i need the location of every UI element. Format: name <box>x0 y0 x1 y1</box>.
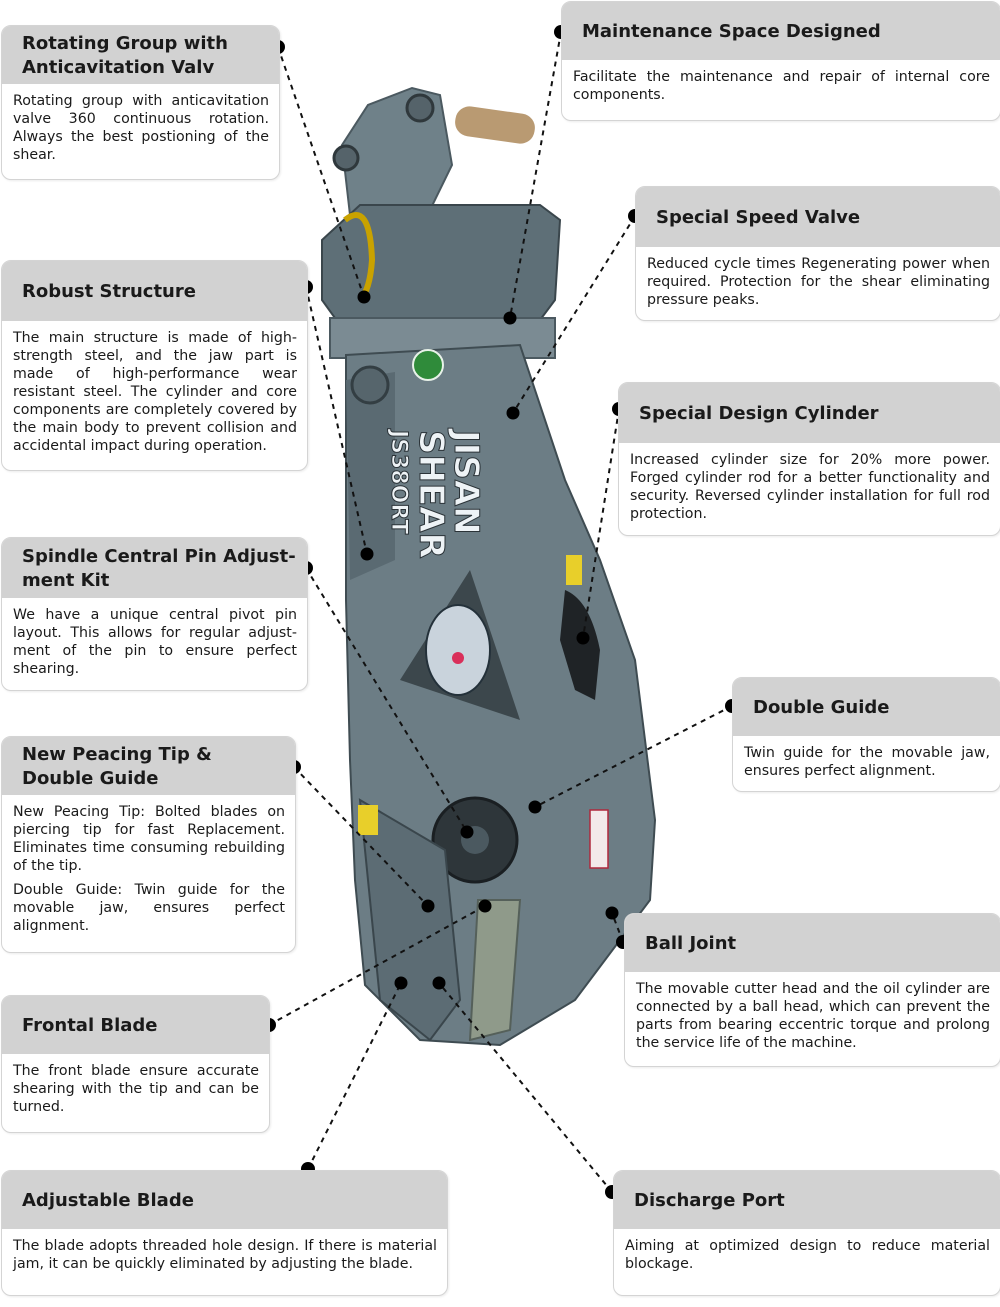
side-plate-bolt <box>350 365 390 405</box>
callout-text: The blade adopts threaded hole design. I… <box>13 1238 437 1272</box>
callout-text: Reduced cycle times Regenerating power w… <box>647 256 990 308</box>
callout-maintenance-space: Maintenance Space Designed Facilitate th… <box>561 1 1000 121</box>
callout-title: Ball Joint <box>625 914 1000 972</box>
callout-title: Special Design Cylinder <box>619 383 1000 443</box>
jaw-opening <box>560 590 600 700</box>
leader-spindle <box>305 567 468 833</box>
leader-speed-valve <box>512 215 636 414</box>
callout-title: New Peacing Tip & Double Guide <box>2 737 295 795</box>
dot-frontal-blade-b <box>478 899 492 913</box>
callout-text: The movable cutter head and the oil cyli… <box>636 981 990 1051</box>
callout-title: Special Speed Valve <box>636 187 1000 247</box>
callout-text: We have a unique central pivot pin layou… <box>13 607 297 677</box>
callout-paragraph: Double Guide: Twin guide for the movable… <box>13 882 285 934</box>
leader-adjustable-blade <box>307 982 402 1170</box>
callout-paragraph: New Peacing Tip: Bolted blades on pierci… <box>13 804 285 874</box>
leader-cylinder <box>582 408 620 639</box>
callout-rotating-group: Rotating Group with Anticavitation Valv … <box>1 25 280 180</box>
callout-text: Twin guide for the movable jaw, ensures … <box>744 745 990 779</box>
dot-adjustable-blade-b <box>394 976 408 990</box>
leader-maintenance <box>509 31 562 319</box>
callout-title: Discharge Port <box>614 1171 1000 1229</box>
callout-robust-structure: Robust Structure The main structure is m… <box>1 260 308 471</box>
logo-line-1: JISAN <box>446 428 486 535</box>
callout-special-design-cylinder: Special Design Cylinder Increased cylind… <box>618 382 1000 536</box>
hardox-sticker <box>589 809 609 869</box>
leader-rotating-group <box>277 46 365 298</box>
leader-double-guide <box>534 705 733 808</box>
side-panel <box>346 372 395 580</box>
lower-jaw-right <box>468 899 522 1042</box>
callout-title: Adjustable Blade <box>2 1171 447 1229</box>
callout-spindle-central-pin: Spindle Central Pin Adjust-ment Kit We h… <box>1 537 308 691</box>
badge-circle <box>412 349 444 381</box>
callout-ball-joint: Ball Joint The movable cutter head and t… <box>624 913 1000 1067</box>
callout-discharge-port: Discharge Port Aiming at optimized desig… <box>613 1170 1000 1296</box>
warning-sticker <box>358 805 378 835</box>
dot-ball-joint-b <box>605 906 619 920</box>
logo-line-3: JS38ORT <box>386 428 411 534</box>
callout-text: The front blade ensure accurate shearing… <box>13 1063 259 1115</box>
dot-double-guide-b <box>528 800 542 814</box>
callout-double-guide: Double Guide Twin guide for the movable … <box>732 677 1000 792</box>
callout-text: New Peacing Tip: Bolted blades on pierci… <box>2 795 295 943</box>
callout-text: Increased cylinder size for 20% more pow… <box>630 452 990 522</box>
callout-special-speed-valve: Special Speed Valve Reduced cycle times … <box>635 186 1000 321</box>
callout-text: Aiming at optimized design to reduce mat… <box>625 1238 990 1272</box>
shark-eye <box>452 652 464 664</box>
callout-frontal-blade: Frontal Blade The front blade ensure acc… <box>1 995 270 1133</box>
callout-title: Maintenance Space Designed <box>562 2 1000 60</box>
dot-peacing-tip-b <box>421 899 435 913</box>
leader-discharge <box>438 982 613 1193</box>
dot-cylinder-b <box>576 631 590 645</box>
leader-frontal-blade <box>268 905 486 1026</box>
callout-title: Spindle Central Pin Adjust-ment Kit <box>2 538 307 598</box>
leader-peacing-tip <box>293 766 429 907</box>
callout-new-peacing-tip: New Peacing Tip & Double Guide New Peaci… <box>1 736 296 953</box>
logo-line-2: SHEAR <box>411 430 451 559</box>
dot-robust-b <box>360 547 374 561</box>
dot-discharge-b <box>432 976 446 990</box>
leader-robust <box>305 286 368 555</box>
callout-text: Rotating group with anticavitation valve… <box>13 93 269 163</box>
callout-text: The main structure is made of high-stren… <box>13 330 297 454</box>
dot-spindle-b <box>460 825 474 839</box>
callout-text: Facilitate the maintenance and repair of… <box>573 69 990 103</box>
top-cylinder <box>455 106 535 144</box>
dot-rotating-group-b <box>357 290 371 304</box>
callout-title: Double Guide <box>733 678 1000 736</box>
top-pin-2 <box>332 144 360 172</box>
callout-title: Rotating Group with Anticavitation Valv <box>2 26 279 84</box>
top-pin <box>405 93 435 123</box>
dot-maintenance-b <box>503 311 517 325</box>
dot-speed-valve-b <box>506 406 520 420</box>
rotator-housing <box>321 204 562 327</box>
warning-sticker-2 <box>566 555 582 585</box>
callout-title: Robust Structure <box>2 261 307 321</box>
callout-title: Frontal Blade <box>2 996 269 1054</box>
callout-adjustable-blade: Adjustable Blade The blade adopts thread… <box>1 1170 448 1296</box>
shark-head <box>425 604 491 696</box>
